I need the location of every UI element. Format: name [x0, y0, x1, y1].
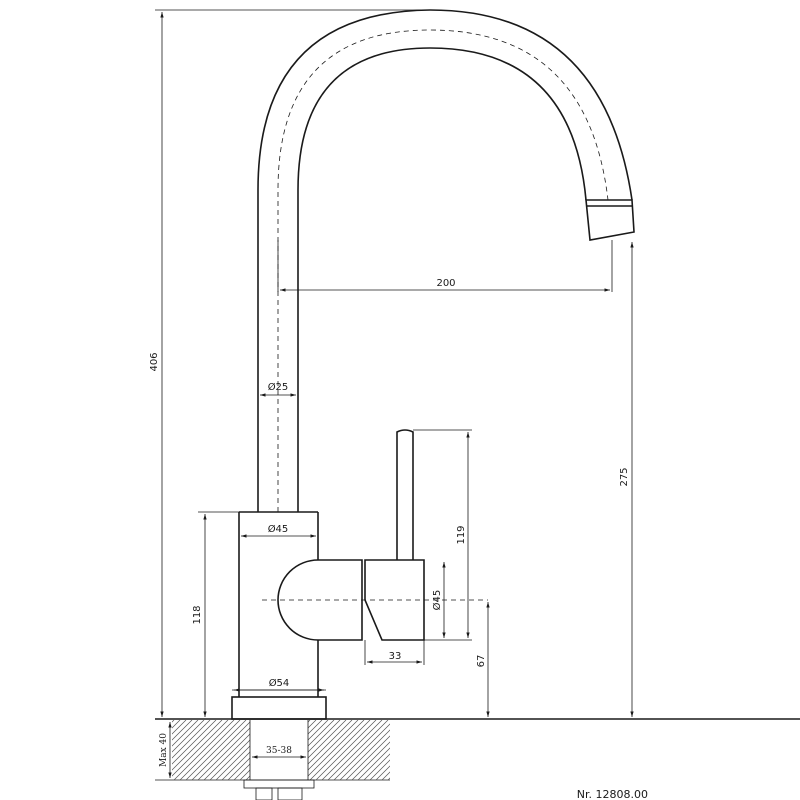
drawing-number: Nr. 12808.00	[577, 788, 648, 800]
dim-reach: 200	[436, 278, 455, 289]
hatch-line	[227, 757, 250, 780]
dimension-lines	[155, 9, 634, 781]
hatch-line	[357, 747, 390, 780]
hatch-line	[172, 720, 181, 729]
hatch-line	[172, 720, 211, 759]
hatch-line	[308, 720, 353, 765]
hatch-line	[345, 735, 390, 780]
countertop-section	[102, 718, 800, 800]
dim-spout-height: 275	[619, 467, 630, 486]
hatch-line	[375, 765, 390, 780]
hatch-line	[308, 720, 335, 747]
dim-body-diameter: Ø45	[268, 523, 289, 535]
hatch-line	[172, 720, 223, 771]
aerator	[585, 199, 635, 241]
hatch-line	[363, 753, 390, 780]
hatch-line	[308, 720, 365, 777]
hatch-line	[203, 733, 250, 780]
faucet-outline	[231, 9, 635, 720]
dim-body-height: 118	[192, 605, 203, 624]
hatch-line	[221, 751, 250, 780]
hatch-line	[172, 720, 205, 753]
hatch-line	[321, 720, 383, 780]
lever-handle	[396, 429, 414, 560]
hatch-line	[172, 720, 199, 747]
dim-lever-height: 119	[456, 525, 467, 544]
hatch-line	[387, 777, 390, 780]
hatch-line	[394, 720, 454, 780]
hatch-line	[369, 759, 390, 780]
hatch-line	[172, 720, 193, 741]
hatch-line	[333, 723, 390, 780]
spout-centerline	[277, 29, 609, 512]
hatch-line	[185, 720, 247, 780]
dim-lever-offset: 33	[389, 651, 402, 662]
hatch-line	[209, 739, 250, 780]
hatch-line	[327, 720, 389, 780]
hatch-line	[172, 720, 229, 777]
hatch-right	[308, 720, 454, 780]
hatch-line	[233, 763, 250, 780]
hatch-line	[339, 729, 390, 780]
spout-inner	[297, 47, 587, 512]
hatch-line	[191, 721, 250, 780]
hatch-line	[308, 720, 329, 741]
dim-lever-axis-height: 67	[476, 655, 487, 668]
hatch-line	[215, 745, 250, 780]
lever-housing	[364, 559, 425, 641]
hatch-line	[309, 720, 371, 780]
dim-hole-diameter: 35-38	[266, 746, 292, 756]
hatch-line	[172, 720, 187, 735]
hatch-line	[315, 720, 377, 780]
hatch-line	[197, 727, 250, 780]
dim-base-diameter: Ø54	[269, 677, 290, 689]
hatch-line	[308, 720, 359, 771]
hatch-line	[308, 720, 341, 753]
hatch-left	[102, 720, 250, 780]
hatch-line	[173, 720, 235, 780]
hatch-line	[172, 720, 217, 765]
dim-tube-diameter: Ø25	[268, 381, 289, 393]
hatch-line	[351, 741, 390, 780]
dim-lever-diameter: Ø45	[431, 590, 443, 611]
hatch-line	[179, 720, 241, 780]
hatch-line	[308, 720, 323, 735]
hatch-line	[308, 720, 347, 759]
dim-max-deck-thickness: Max 40	[159, 733, 169, 767]
hatch-line	[381, 771, 390, 780]
base-plate	[231, 696, 327, 720]
spout-outer	[257, 9, 633, 512]
dim-overall-height: 406	[149, 352, 160, 371]
hatch-line	[102, 720, 162, 780]
